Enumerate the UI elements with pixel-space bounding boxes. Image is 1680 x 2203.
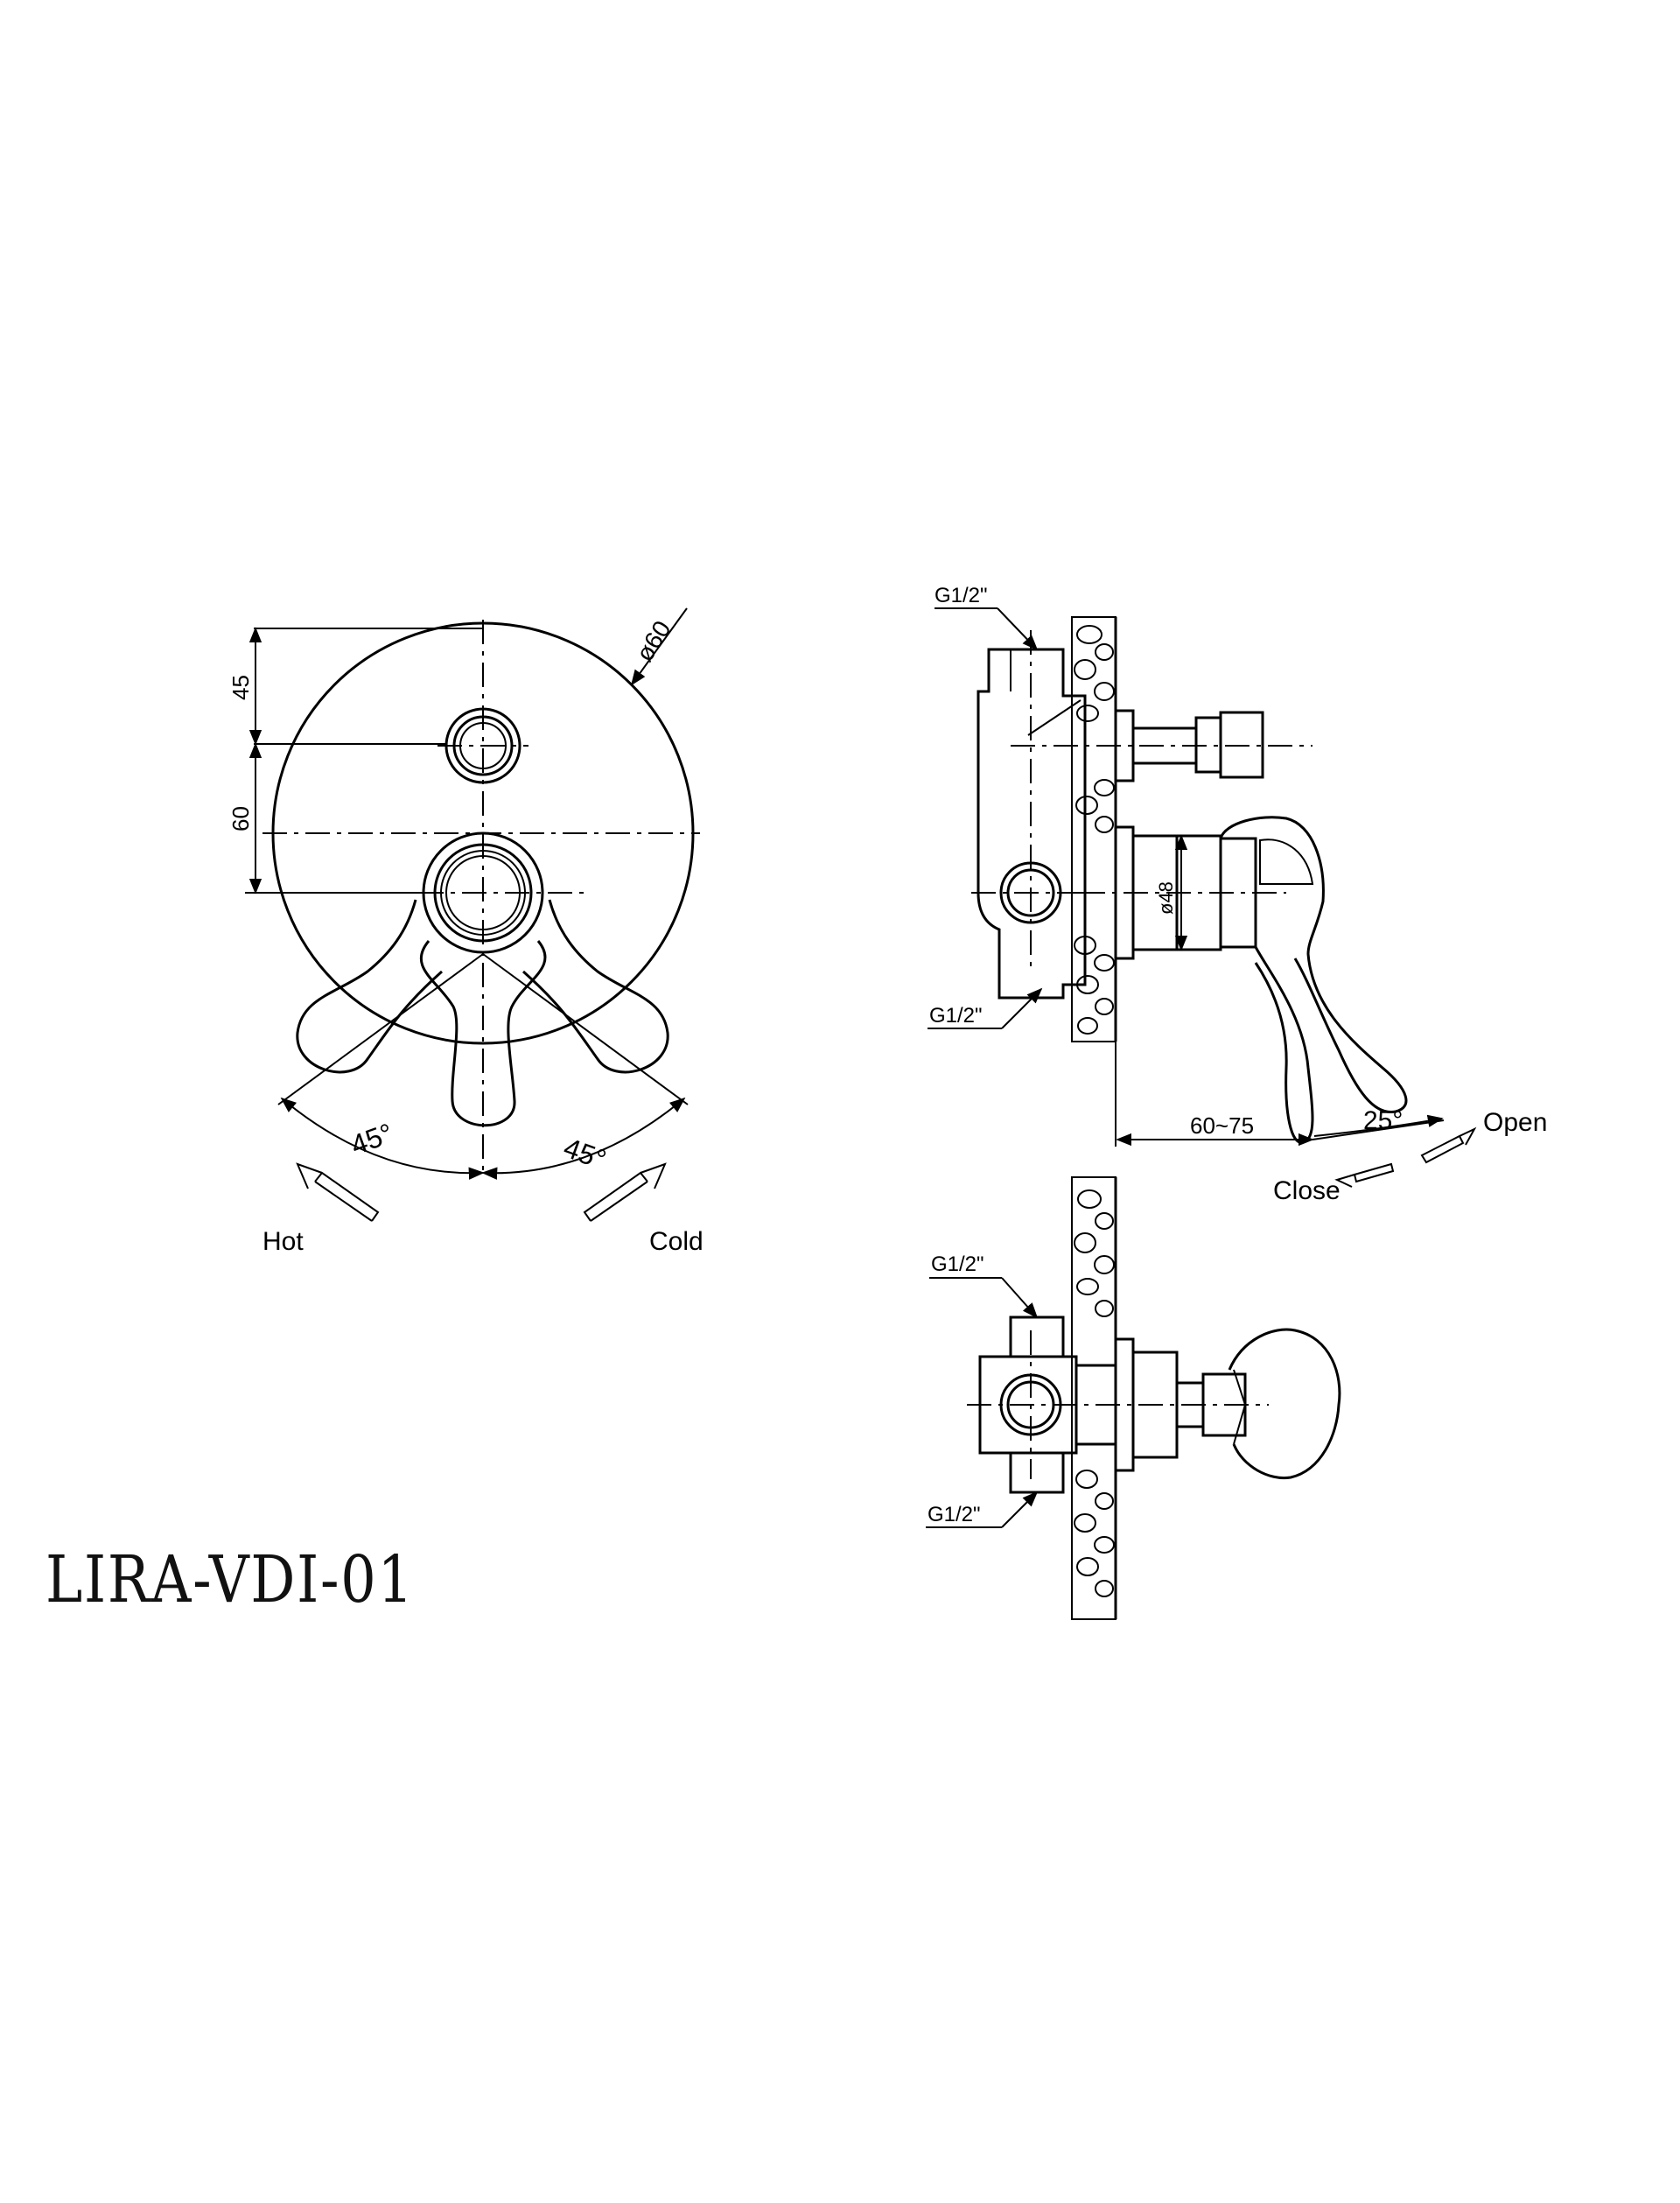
thread-bottom-label-top-view: G1/2"	[928, 1503, 981, 1526]
top-view: G1/2" G1/2"	[926, 1176, 1341, 1620]
dim-60-75-label: 60~75	[1190, 1112, 1254, 1139]
close-label: Close	[1273, 1176, 1340, 1205]
lever-side-profile	[1219, 816, 1408, 1114]
side-dimensions: ø48 60~75 25°	[1115, 834, 1445, 1147]
cold-arrow-icon	[583, 1162, 667, 1222]
angle-right-label: 45°	[560, 1132, 611, 1175]
lever-top-profile	[1228, 1328, 1341, 1480]
dim-60-label: 60	[228, 806, 254, 831]
front-view: 45 60 ø60 45° 45° Hot Cold	[228, 607, 704, 1256]
cold-label: Cold	[649, 1227, 704, 1256]
dim-45-label: 45	[228, 675, 254, 700]
thread-bottom-label: G1/2"	[929, 1004, 983, 1028]
hot-label: Hot	[262, 1227, 304, 1256]
wall-stones	[1074, 625, 1115, 1035]
diverter-stem	[1114, 709, 1264, 782]
side-view: ø48 60~75 25° G1/2" G1/2" Open Close	[928, 584, 1547, 1205]
thread-callouts-side: G1/2" G1/2"	[928, 584, 1082, 1029]
angle-25-label: 25°	[1363, 1106, 1403, 1135]
dim-diameter-60-label: ø60	[631, 616, 676, 666]
model-code: LIRA-VDI-01	[46, 1542, 415, 1617]
lever-hot-position	[296, 899, 443, 1074]
diverter-knob	[438, 707, 528, 784]
open-label: Open	[1483, 1108, 1547, 1137]
close-arrow-icon	[1334, 1162, 1395, 1188]
dim-diameter-48-label: ø48	[1155, 881, 1177, 915]
lever-cold-position	[522, 899, 669, 1074]
open-arrow-icon	[1420, 1126, 1477, 1164]
angle-left-label: 45°	[346, 1117, 397, 1161]
thread-callouts-top: G1/2" G1/2"	[926, 1252, 1039, 1528]
wall-stones-top	[1074, 1189, 1115, 1597]
plate-diameter-dimension: ø60	[631, 607, 688, 686]
thread-top-label-top-view: G1/2"	[931, 1252, 984, 1276]
hot-arrow-icon	[296, 1162, 380, 1222]
vertical-dimensions: 45 60	[228, 627, 483, 895]
thread-top-label: G1/2"	[934, 584, 988, 607]
